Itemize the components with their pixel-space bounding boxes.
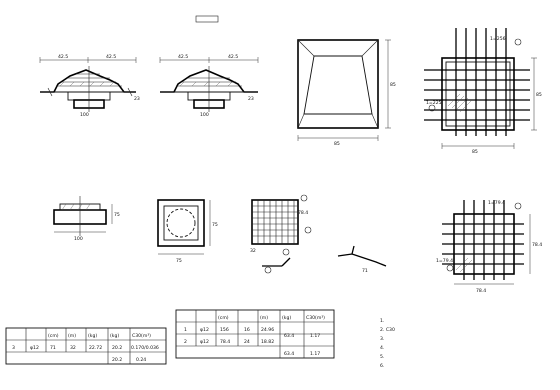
- t2-r1-c0: 2: [184, 339, 187, 345]
- taper-dim-height: 85: [390, 82, 396, 88]
- square-view: 75 75: [157, 199, 218, 264]
- t2-r0-c4: 24.96: [261, 327, 274, 333]
- t1-c0: 3: [12, 345, 15, 351]
- notes-line-1: 1.: [380, 318, 384, 324]
- elev-dim-width: 100: [74, 236, 83, 242]
- t1-h6: C30(m³): [132, 333, 151, 339]
- t2-total-volume: 1.17: [310, 351, 320, 357]
- pier-dim-right: 42.5: [106, 54, 116, 60]
- notes-line-5: 5.: [380, 354, 384, 360]
- t1-c1: φ12: [30, 345, 39, 351]
- pier2-dim-height: 23: [248, 96, 254, 102]
- t2-h2: (cm): [218, 315, 229, 321]
- notes-line-2: 2. C30: [380, 327, 395, 333]
- square-dim-height: 75: [212, 222, 218, 228]
- t2-r0-c3: 16: [244, 327, 250, 333]
- plan1-dim-height: 85: [536, 92, 542, 98]
- square-dim-width: 75: [176, 258, 182, 264]
- pier2-dim-bottom: 100: [200, 112, 209, 118]
- t1-total-volume: 0.24: [136, 357, 146, 363]
- rebar-plan-1: 1=256 1=225 85 85: [424, 28, 542, 155]
- t2-total-weight: 63.4: [284, 351, 294, 357]
- pier-dim-height: 23: [134, 96, 140, 102]
- pier-section-view-2: 42.5 42.5 23 100: [159, 15, 259, 118]
- t1-h3: (m): [68, 333, 76, 339]
- t2-r0-c2: 156: [220, 327, 229, 333]
- t2-h6: C30(m³): [306, 315, 325, 321]
- rebar-plan-2: 1=79.4 1=79.4 78.4 78.4: [436, 200, 542, 294]
- t2-h4: (m): [260, 315, 268, 321]
- pier2-dim-right: 42.5: [228, 54, 238, 60]
- pier-section-view: 42.5 42.5 23 100: [39, 54, 140, 118]
- t2-r1-c6: 1.17: [310, 333, 320, 339]
- t2-r1-c1: φ12: [200, 339, 209, 345]
- t1-h4: (kg): [88, 333, 97, 339]
- plan2-callout-left: 1=79.4: [436, 258, 453, 264]
- t1-c6: 0.170/0.036: [131, 345, 159, 351]
- elevation-view: 100 75: [53, 196, 120, 242]
- table-2: (cm) (m) (kg) C30(m³) 1 φ12 156 16 24.96…: [175, 309, 335, 359]
- t1-h5: (kg): [110, 333, 119, 339]
- elev-dim-height: 75: [114, 212, 120, 218]
- t2-r1-c5: 63.4: [284, 333, 294, 339]
- plan2-dim-height: 78.4: [532, 242, 542, 248]
- pier2-dim-left: 42.5: [178, 54, 188, 60]
- grid-view: 78.4 32 71: [250, 194, 387, 274]
- taper-dim-width: 85: [334, 141, 340, 147]
- t2-r0-c0: 1: [184, 327, 187, 333]
- notes-line-3: 3.: [380, 336, 384, 342]
- t1-c3: 32: [70, 345, 76, 351]
- table-1: (cm) (m) (kg) (kg) C30(m³) 3 φ12 71 32 2…: [5, 327, 167, 365]
- taper-view: 85 85: [297, 39, 396, 147]
- t2-r1-c2: 78.4: [220, 339, 230, 345]
- t2-h5: (kg): [282, 315, 291, 321]
- t2-r1-c4: 18.82: [261, 339, 274, 345]
- plan2-dim-width: 78.4: [476, 288, 486, 294]
- notes-block: 1. 2. C30 3. 4. 5. 6.: [380, 318, 395, 369]
- pier-dim-left: 42.5: [58, 54, 68, 60]
- t1-total-weight: 20.2: [112, 357, 122, 363]
- t2-r1-c3: 24: [244, 339, 250, 345]
- t1-c2: 71: [50, 345, 56, 351]
- plan2-callout-top: 1=79.4: [488, 200, 505, 206]
- t1-c5: 20.2: [112, 345, 122, 351]
- grid-dim-side: 78.4: [298, 210, 308, 216]
- t1-c4: 22.72: [89, 345, 102, 351]
- t1-h2: (cm): [48, 333, 59, 339]
- grid-dim-small: 32: [250, 248, 256, 254]
- plan1-dim-width: 85: [472, 149, 478, 155]
- pier-dim-bottom: 100: [80, 112, 89, 118]
- plan1-callout-top: 1=256: [490, 36, 506, 42]
- notes-line-6: 6.: [380, 363, 384, 369]
- grid-dim-hook: 71: [362, 268, 368, 274]
- plan1-callout-left: 1=225: [426, 100, 442, 106]
- t2-r0-c1: φ12: [200, 327, 209, 333]
- notes-line-4: 4.: [380, 345, 384, 351]
